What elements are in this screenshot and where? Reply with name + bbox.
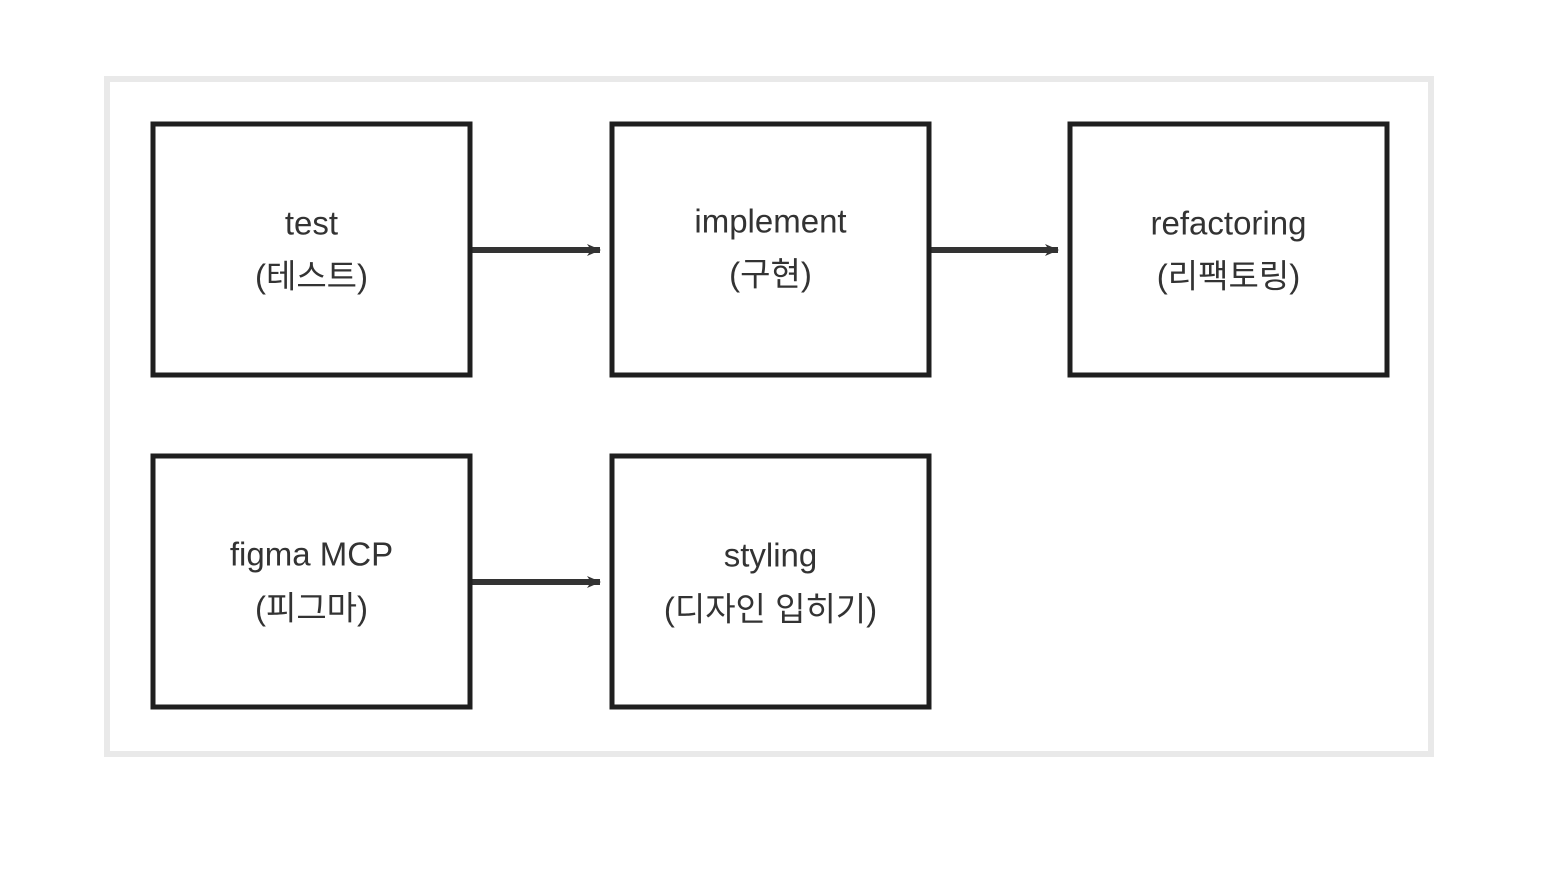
node-test[interactable]: test (테스트) (150, 121, 473, 378)
node-box[interactable] (150, 121, 473, 378)
node-label-ko: (피그마) (255, 590, 368, 627)
node-label-en: implement (694, 203, 846, 240)
node-styling[interactable]: styling (디자인 입히기) (609, 453, 932, 710)
node-label-ko: (디자인 입히기) (664, 591, 877, 628)
node-label-en: refactoring (1151, 205, 1307, 242)
node-label-ko: (테스트) (255, 258, 368, 295)
node-box[interactable] (150, 453, 473, 710)
node-box[interactable] (609, 121, 932, 378)
node-label-en: figma MCP (230, 536, 393, 573)
node-label-en: styling (724, 537, 818, 574)
node-refactoring[interactable]: refactoring (리팩토링) (1067, 121, 1390, 378)
node-label-ko: (리팩토링) (1157, 258, 1300, 295)
node-figma-mcp[interactable]: figma MCP (피그마) (150, 453, 473, 710)
node-implement[interactable]: implement (구현) (609, 121, 932, 378)
node-label-ko: (구현) (729, 256, 812, 293)
node-box[interactable] (1067, 121, 1390, 378)
node-box[interactable] (609, 453, 932, 710)
node-label-en: test (285, 205, 338, 242)
